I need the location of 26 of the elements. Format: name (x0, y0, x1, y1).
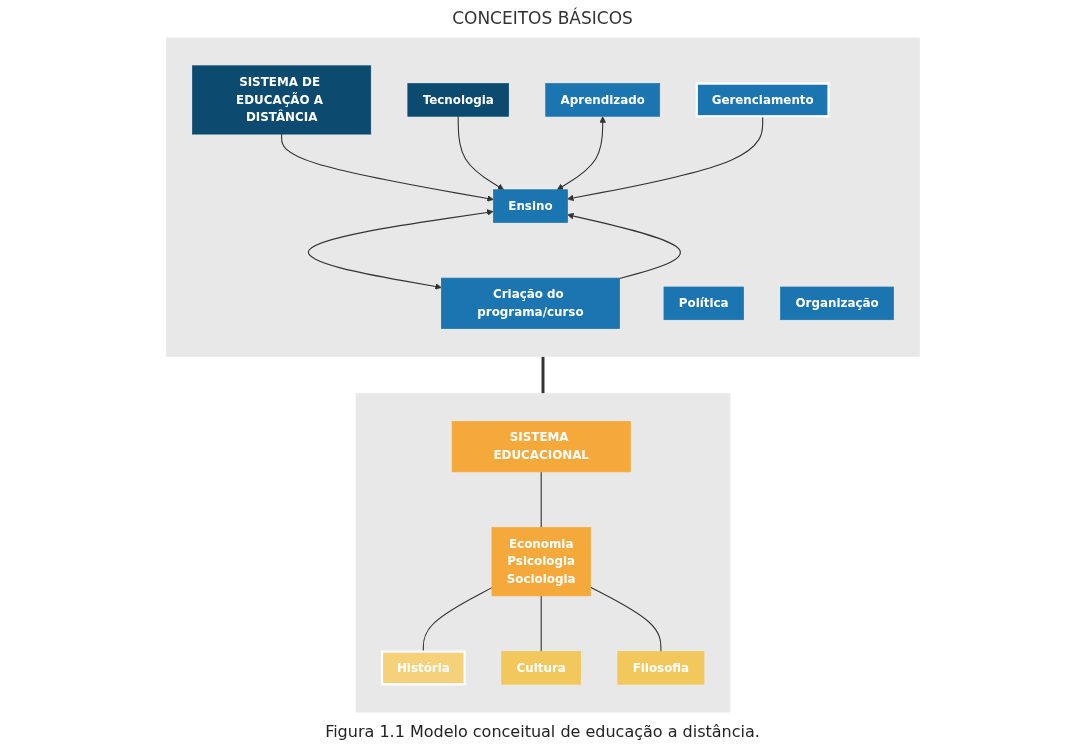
node-box: Economia Psicologia Sociologia (491, 527, 591, 597)
arrow (307, 209, 493, 290)
arrow (457, 115, 504, 191)
node-box: História (380, 650, 466, 686)
connector (589, 586, 661, 653)
cluster (355, 393, 730, 713)
node-box: SISTEMA DE EDUCAÇÃO A DISTÂNCIA (191, 65, 371, 135)
node-box: Criação do programa/curso (440, 277, 620, 329)
connector (540, 595, 542, 653)
node-box: Ensino (492, 189, 568, 223)
node-box: Gerenciamento (695, 82, 830, 118)
figure-caption: Figura 1.1 Modelo conceitual de educação a distância. (325, 722, 760, 741)
node-box: Aprendizado (544, 83, 660, 117)
node-box: Cultura (500, 651, 581, 685)
node-box: Política (663, 286, 744, 321)
connector (540, 471, 542, 529)
diagram-title: CONCEITOS BÁSICOS (452, 8, 633, 28)
node-box: Organização (779, 286, 894, 321)
node-box: SISTEMA EDUCACIONAL (451, 421, 631, 473)
node-box: Tecnologia (406, 83, 509, 117)
node-box: Filosofia (616, 651, 704, 685)
arrow (280, 133, 494, 202)
cluster (165, 37, 920, 357)
arrow (556, 116, 606, 191)
arrow (566, 212, 681, 280)
connector (541, 356, 544, 394)
